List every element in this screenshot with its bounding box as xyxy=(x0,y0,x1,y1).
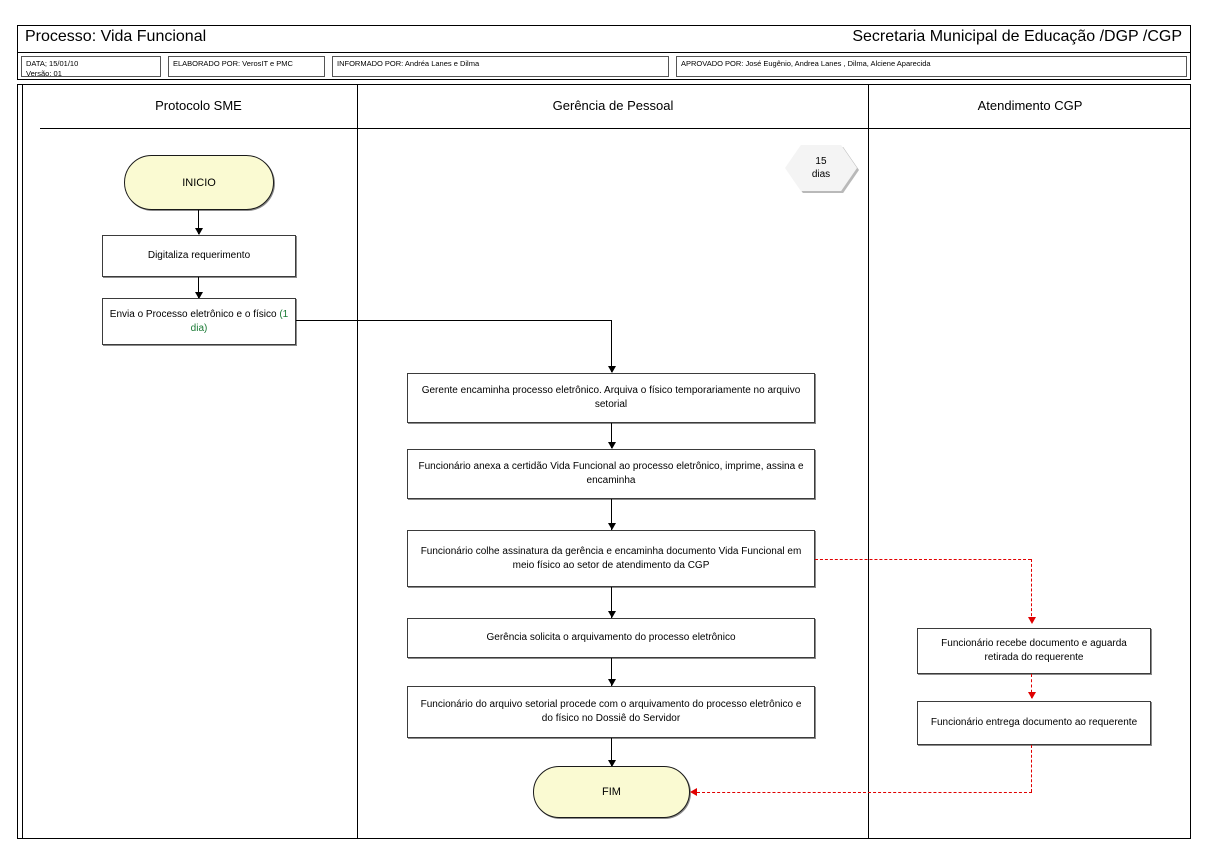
arrowhead-start-to-p1 xyxy=(195,228,203,235)
swimlane-divider-2 xyxy=(868,84,869,839)
meta-elaborado: ELABORADO POR: VerosIT e PMC xyxy=(168,56,325,77)
node-p2-label-main: Envia o Processo eletrônico e o físico xyxy=(109,308,280,320)
arrowhead-g1-to-g2 xyxy=(608,442,616,449)
document-header: Processo: Vida Funcional Secretaria Muni… xyxy=(17,25,1191,80)
arrowhead-p1-to-p2 xyxy=(195,292,203,299)
node-timer-15-dias: 15 dias xyxy=(785,145,859,193)
meta-informado: INFORMADO POR: Andréa Lanes e Dilma xyxy=(332,56,669,77)
connector-start-to-p1 xyxy=(198,210,199,234)
connector-g3-to-g4 xyxy=(611,587,612,618)
meta-elaborado-text: ELABORADO POR: VerosIT e PMC xyxy=(173,59,293,68)
node-p1-label: Digitaliza requerimento xyxy=(147,250,251,261)
node-g3-label: Funcionário colhe assinatura da gerência… xyxy=(420,545,802,571)
node-g5-label: Funcionário do arquivo setorial procede … xyxy=(420,699,802,724)
timer-hexagon: 15 dias xyxy=(785,145,857,191)
meta-aprovado: APROVADO POR: José Eugênio, Andrea Lanes… xyxy=(676,56,1187,77)
arrowhead-g5-to-end xyxy=(608,760,616,767)
node-funcionario-colhe-assinatura[interactable]: Funcionário colhe assinatura da gerência… xyxy=(407,530,815,587)
swimlane-frame xyxy=(17,84,1191,839)
node-p2-duration: (1 dia) xyxy=(190,308,289,334)
meta-informado-text: INFORMADO POR: Andréa Lanes e Dilma xyxy=(337,59,480,68)
arrowhead-g3-to-c1 xyxy=(1028,617,1036,624)
arrowhead-c2-to-end xyxy=(690,788,697,796)
node-end-label: FIM xyxy=(602,786,621,798)
handoff-g3-to-c1-horizontal xyxy=(815,559,1031,560)
organization-title: Secretaria Municipal de Educação /DGP /C… xyxy=(852,28,1182,45)
node-g1-label: Gerente encaminha processo eletrônico. A… xyxy=(421,385,801,410)
node-gerencia-solicita-arquivamento[interactable]: Gerência solicita o arquivamento do proc… xyxy=(407,618,815,658)
lane-title-protocolo-sme: Protocolo SME xyxy=(155,98,242,113)
handoff-c2-to-end-vertical xyxy=(1031,745,1032,792)
arrowhead-p2-to-g1 xyxy=(608,366,616,373)
handoff-c2-to-end-horizontal xyxy=(697,792,1032,793)
connector-g5-to-end xyxy=(611,738,612,767)
node-start-label: INICIO xyxy=(182,176,216,189)
node-arquivo-setorial-arquivamento[interactable]: Funcionário do arquivo setorial procede … xyxy=(407,686,815,738)
node-c1-label: Funcionário recebe documento e aguarda r… xyxy=(941,638,1127,663)
connector-p2-to-g1-vertical xyxy=(611,320,612,372)
node-envia-processo[interactable]: Envia o Processo eletrônico e o físico (… xyxy=(102,298,296,345)
node-funcionario-entrega-documento[interactable]: Funcionário entrega documento ao requere… xyxy=(917,701,1151,745)
meta-aprovado-text: APROVADO POR: José Eugênio, Andrea Lanes… xyxy=(681,59,931,68)
node-funcionario-anexa-certidao[interactable]: Funcionário anexa a certidão Vida Funcio… xyxy=(407,449,815,499)
node-end[interactable]: FIM xyxy=(533,766,690,818)
node-c2-label: Funcionário entrega documento ao requere… xyxy=(930,717,1138,728)
node-digitaliza-requerimento[interactable]: Digitaliza requerimento xyxy=(102,235,296,277)
timer-label: 15 dias xyxy=(812,155,830,181)
node-gerente-encaminha[interactable]: Gerente encaminha processo eletrônico. A… xyxy=(407,373,815,423)
handoff-c1-to-c2-vertical xyxy=(1031,674,1032,698)
swimlane-header-rule xyxy=(40,128,1191,129)
lane-title-atendimento-cgp: Atendimento CGP xyxy=(977,98,1083,113)
swimlane-left-gutter-divider xyxy=(22,84,23,839)
node-p2-label: Envia o Processo eletrônico e o físico (… xyxy=(109,308,289,336)
timer-value: 15 xyxy=(815,156,827,167)
node-start[interactable]: INICIO xyxy=(124,155,274,210)
arrowhead-c1-to-c2 xyxy=(1028,692,1036,699)
meta-date-version: DATA; 15/01/10 Versão: 01 xyxy=(21,56,161,77)
page-title: Processo: Vida Funcional xyxy=(25,28,207,45)
meta-version: Versão: 01 xyxy=(26,69,62,77)
node-funcionario-recebe-documento[interactable]: Funcionário recebe documento e aguarda r… xyxy=(917,628,1151,674)
connector-g4-to-g5 xyxy=(611,658,612,686)
connector-g2-to-g3 xyxy=(611,499,612,530)
lane-title-gerencia-de-pessoal: Gerência de Pessoal xyxy=(552,98,674,113)
handoff-g3-to-c1-vertical xyxy=(1031,559,1032,621)
connector-p2-to-g1-horizontal xyxy=(296,320,612,321)
meta-date: DATA; 15/01/10 xyxy=(26,59,79,68)
arrowhead-g2-to-g3 xyxy=(608,523,616,530)
connector-p1-to-p2 xyxy=(198,277,199,299)
timer-unit: dias xyxy=(811,169,831,180)
header-title-row: Processo: Vida Funcional Secretaria Muni… xyxy=(18,26,1190,53)
connector-g1-to-g2 xyxy=(611,423,612,448)
node-g2-label: Funcionário anexa a certidão Vida Funcio… xyxy=(418,461,804,486)
node-g4-label: Gerência solicita o arquivamento do proc… xyxy=(486,632,736,643)
arrowhead-g3-to-g4 xyxy=(608,611,616,618)
swimlane-divider-1 xyxy=(357,84,358,839)
arrowhead-g4-to-g5 xyxy=(608,679,616,686)
